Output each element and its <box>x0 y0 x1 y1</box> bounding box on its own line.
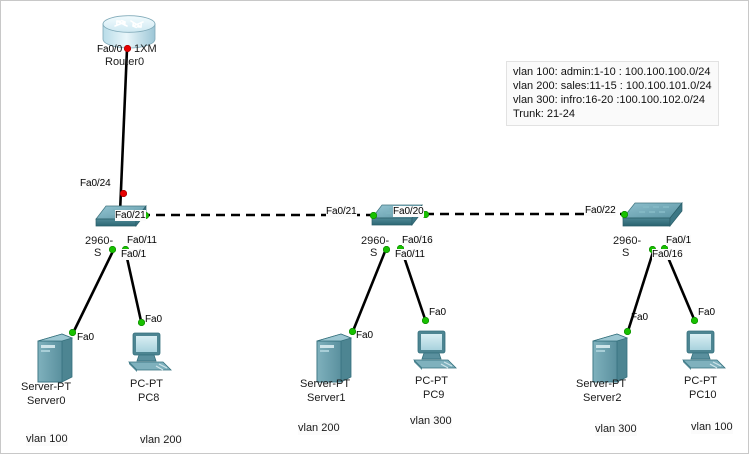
link-switch0-server0 <box>72 248 116 332</box>
status-dot-sw1-fa0-21 <box>370 212 377 219</box>
status-dot-server0-fa0 <box>69 329 76 336</box>
pc-icon <box>128 332 172 372</box>
device-label-pc10-model: PC-PT <box>684 375 717 387</box>
label-sw0-fa0-21: Fa0/21 <box>115 210 146 221</box>
device-server1[interactable] <box>313 332 355 389</box>
label-sw1-fa0-20: Fa0/20 <box>393 206 424 217</box>
label-sw0-fa0-1: Fa0/1 <box>121 249 147 260</box>
link-switch0-pc8 <box>123 248 143 322</box>
status-dot-sw1-fa0-16 <box>397 245 404 252</box>
label-sw1-fa0-11: Fa0/11 <box>395 249 425 260</box>
label-pc8-fa0: Fa0 <box>145 314 162 325</box>
vlan-annotation-pc10: vlan 100 <box>691 421 733 434</box>
status-dot-pc10-fa0 <box>691 317 698 324</box>
label-sw2-fa0-22: Fa0/22 <box>585 205 616 216</box>
link-router0-switch0 <box>118 48 129 214</box>
device-label-switch2-name: S <box>622 247 630 259</box>
label-pc9-fa0: Fa0 <box>429 307 446 318</box>
vlan-annotation-server2: vlan 300 <box>595 423 637 436</box>
label-router0-fa0-0: Fa0/0 <box>97 44 123 55</box>
vlan-annotation-pc9: vlan 300 <box>410 415 452 428</box>
vlan-annotation-server1: vlan 200 <box>298 422 340 435</box>
status-dot-server2-fa0 <box>624 328 631 335</box>
server-icon <box>316 333 353 383</box>
device-label-server0-model: Server-PT <box>21 381 72 393</box>
switch-icon <box>622 202 683 227</box>
server-icon <box>37 333 74 383</box>
vlan-legend-line-trunk: Trunk: 21-24 <box>513 108 575 120</box>
device-label-pc8-model: PC-PT <box>130 378 163 390</box>
link-switch1-server1 <box>351 248 388 332</box>
label-sw0-fa0-24: Fa0/24 <box>80 178 111 189</box>
device-label-server1-model: Server-PT <box>300 378 351 390</box>
device-label-server2-name: Server2 <box>583 392 622 404</box>
vlan-annotation-server0: vlan 100 <box>26 433 68 446</box>
label-server0-fa0: Fa0 <box>77 332 94 343</box>
pc-icon <box>413 330 457 370</box>
label-sw1-fa0-16: Fa0/16 <box>402 235 433 246</box>
status-dot-router0-fa0-0 <box>124 45 131 52</box>
pc-icon <box>682 330 726 370</box>
device-label-router0-name: Router0 <box>105 56 145 68</box>
vlan-legend-line-300: vlan 300: infro:16-20 :100.100.102.0/24 <box>513 94 706 106</box>
link-switch2-server2 <box>626 248 656 332</box>
status-dot-sw0-fa0-1 <box>109 246 116 253</box>
label-sw2-fa0-1: Fa0/1 <box>666 235 692 246</box>
status-dot-server1-fa0 <box>349 328 356 335</box>
device-label-switch2-model: 2960- <box>613 235 642 247</box>
device-pc8[interactable] <box>125 331 175 380</box>
device-pc10[interactable] <box>679 329 729 378</box>
label-sw2-fa0-16: Fa0/16 <box>652 249 683 260</box>
status-dot-pc8-fa0 <box>138 319 145 326</box>
device-label-pc9-model: PC-PT <box>415 375 448 387</box>
device-label-switch1-name: S <box>370 247 378 259</box>
status-dot-sw1-fa0-20 <box>422 211 429 218</box>
device-label-router0-model: 1XM <box>134 43 157 55</box>
device-label-server2-model: Server-PT <box>576 378 627 390</box>
device-label-pc8-name: PC8 <box>138 392 160 404</box>
device-server2[interactable] <box>589 332 631 389</box>
label-pc10-fa0: Fa0 <box>698 307 715 318</box>
label-sw0-fa0-11: Fa0/11 <box>127 235 157 246</box>
device-label-switch0-model: 2960- <box>85 235 114 247</box>
server-icon <box>592 333 629 383</box>
status-dot-sw1-fa0-11 <box>383 246 390 253</box>
status-dot-sw0-fa0-24 <box>120 190 127 197</box>
label-sw1-fa0-21: Fa0/21 <box>326 206 357 217</box>
device-label-pc9-name: PC9 <box>423 389 445 401</box>
device-switch2[interactable] <box>621 201 685 238</box>
device-server0[interactable] <box>34 332 76 389</box>
status-dot-pc9-fa0 <box>422 317 429 324</box>
vlan-annotation-pc8: vlan 200 <box>140 434 182 447</box>
vlan-legend-line-100: vlan 100: admin:1-10 : 100.100.100.0/24 <box>513 66 711 78</box>
label-server2-fa0: Fa0 <box>631 312 648 323</box>
status-dot-sw2-fa0-22 <box>621 211 628 218</box>
vlan-legend-line-200: vlan 200: sales:11-15 : 100.100.101.0/24 <box>513 80 712 92</box>
vlan-legend-box: vlan 100: admin:1-10 : 100.100.100.0/24 … <box>506 61 719 126</box>
device-label-server1-name: Server1 <box>307 392 346 404</box>
device-label-pc10-name: PC10 <box>689 389 717 401</box>
device-pc9[interactable] <box>410 329 460 378</box>
label-server1-fa0: Fa0 <box>356 330 373 341</box>
device-router0[interactable] <box>101 15 157 54</box>
device-label-server0-name: Server0 <box>27 395 66 407</box>
router-icon <box>102 15 156 49</box>
device-label-switch0-name: S <box>94 247 102 259</box>
status-dot-sw2-fa0-1 <box>661 245 668 252</box>
device-label-switch1-model: 2960- <box>361 235 390 247</box>
